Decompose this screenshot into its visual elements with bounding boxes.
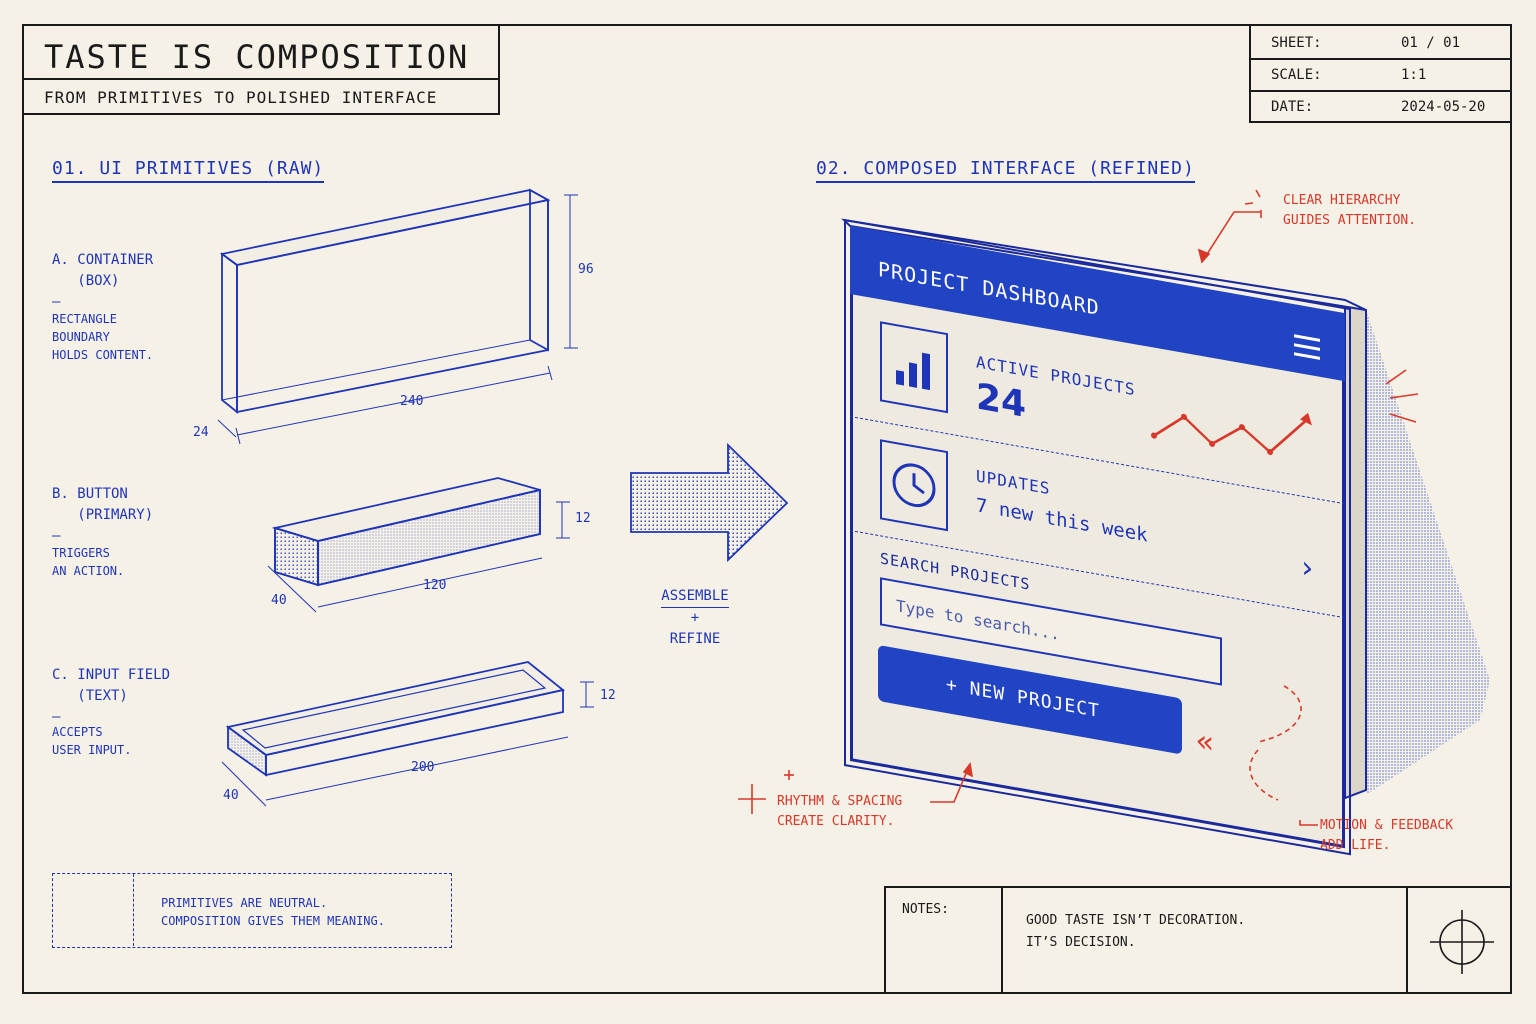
assemble-label: ASSEMBLE + REFINE [640, 586, 750, 650]
meta-sheet-value: 01 / 01 [1401, 35, 1461, 51]
sheet-frame [22, 24, 1512, 994]
primitives-drawing [217, 188, 789, 807]
legend-box: PRIMITIVES ARE NEUTRAL. COMPOSITION GIVE… [52, 873, 452, 948]
meta-scale-label: SCALE: [1271, 67, 1322, 83]
input-dims [221, 681, 594, 807]
assemble-arrow [630, 442, 789, 563]
meta-block: SHEET: 01 / 01 SCALE: 1:1 DATE: 2024-05-… [1249, 24, 1512, 123]
page-title: TASTE IS COMPOSITION [44, 38, 470, 76]
hierarchy-annotation: CLEAR HIERARCHY GUIDES ATTENTION. [1283, 193, 1417, 228]
notes-label: NOTES: [902, 902, 949, 917]
dashboard-depth [841, 218, 1490, 800]
bar-chart-icon [880, 321, 948, 414]
refine-word: REFINE [669, 631, 721, 647]
input-width-dim: 200 [411, 760, 435, 775]
container-width-dim: 240 [400, 394, 424, 409]
assemble-plus: + [690, 610, 700, 626]
page-subtitle: FROM PRIMITIVES TO POLISHED INTERFACE [44, 88, 438, 107]
button-width-dim: 120 [423, 578, 447, 593]
meta-row-date: DATE: 2024-05-20 [1251, 90, 1510, 122]
container-label: A. CONTAINER (BOX) — [52, 252, 154, 310]
input-desc: ACCEPTS USER INPUT. [52, 725, 132, 757]
legend-text: PRIMITIVES ARE NEUTRAL. COMPOSITION GIVE… [161, 896, 385, 928]
legend-divider [133, 874, 134, 946]
meta-date-label: DATE: [1271, 99, 1314, 115]
trend-line-icon [1151, 412, 1312, 456]
button-dims [267, 501, 570, 613]
input-label: C. INPUT FIELD (TEXT) — [52, 667, 171, 725]
button-desc: TRIGGERS AN ACTION. [52, 546, 125, 578]
notes-divider [1001, 888, 1003, 992]
clock-icon [880, 439, 948, 532]
motion-annotation: MOTION & FEEDBACK ADD LIFE. [1320, 818, 1454, 853]
notes-block: NOTES: GOOD TASTE ISN’T DECORATION. IT’S… [884, 886, 1512, 994]
composed-heading: 02. COMPOSED INTERFACE (REFINED) [816, 158, 1195, 183]
crosshair-icon [1430, 910, 1494, 974]
title-block: TASTE IS COMPOSITION FROM PRIMITIVES TO … [22, 24, 500, 115]
input-depth-dim: 40 [223, 788, 239, 803]
title-divider [24, 78, 498, 80]
container-depth-dim: 24 [193, 425, 209, 440]
button-depth-dim: 40 [271, 593, 287, 608]
notes-divider [1406, 888, 1408, 992]
meta-scale-value: 1:1 [1401, 67, 1427, 83]
input-box [225, 661, 566, 777]
container-height-dim: 96 [578, 262, 594, 277]
meta-row-sheet: SHEET: 01 / 01 [1251, 26, 1510, 60]
button-box [271, 477, 541, 587]
container-box [219, 188, 551, 414]
notes-text: GOOD TASTE ISN’T DECORATION. IT’S DECISI… [1026, 913, 1246, 950]
button-label: B. BUTTON (PRIMARY) — [52, 486, 154, 544]
rhythm-annotation: RHYTHM & SPACING CREATE CLARITY. [777, 794, 903, 829]
container-dims [217, 194, 578, 445]
annotation-marks [738, 189, 1419, 826]
meta-sheet-label: SHEET: [1271, 35, 1322, 51]
primitives-heading: 01. UI PRIMITIVES (RAW) [52, 158, 325, 183]
meta-row-scale: SCALE: 1:1 [1251, 58, 1510, 92]
button-height-dim: 12 [575, 511, 591, 526]
input-height-dim: 12 [600, 688, 616, 703]
meta-date-value: 2024-05-20 [1401, 99, 1486, 115]
container-desc: RECTANGLE BOUNDARY HOLDS CONTENT. [52, 312, 154, 362]
dashboard-panel: PROJECT DASHBOARD ACTIVE PROJECTS 24 UPD… [844, 219, 1351, 856]
